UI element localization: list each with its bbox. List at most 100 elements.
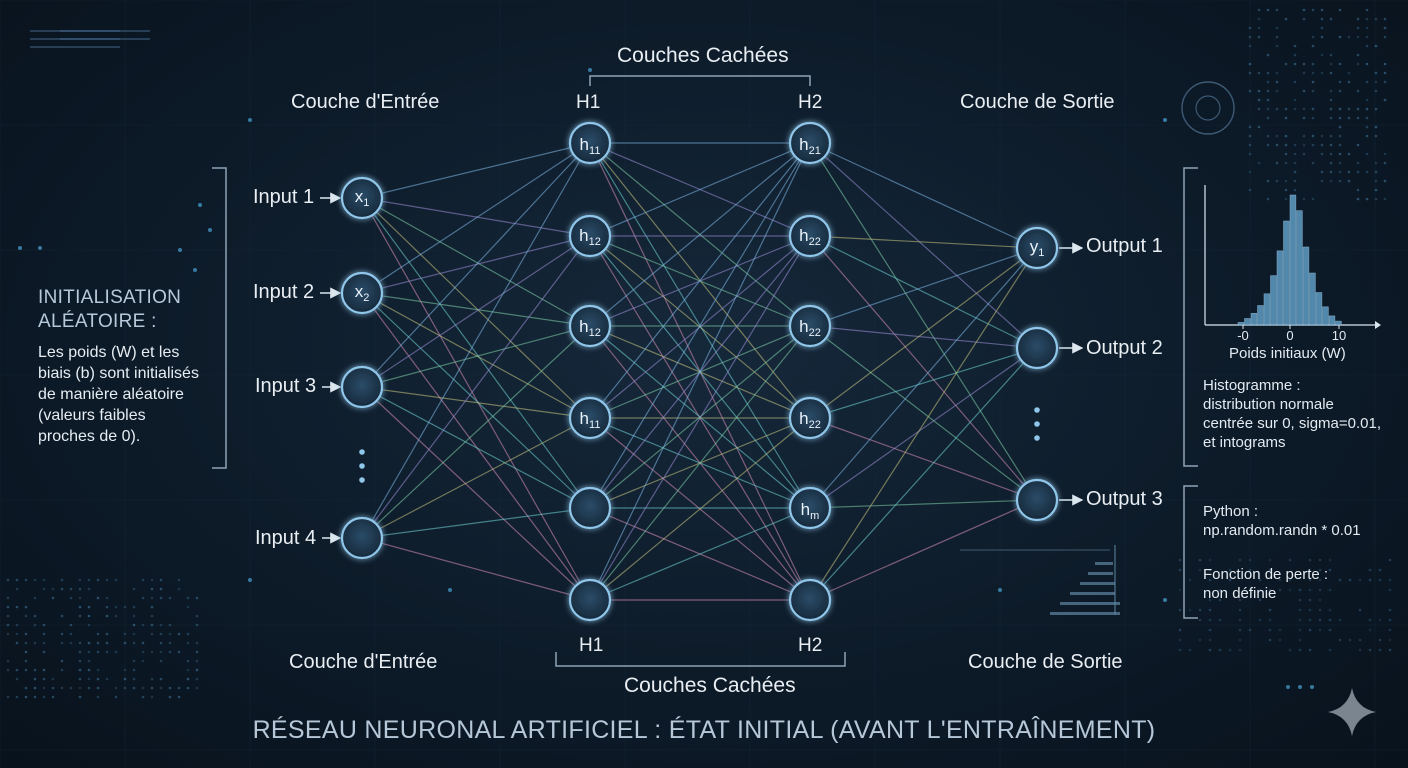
deco-dot <box>1374 179 1378 183</box>
deco-dot <box>1257 26 1261 30</box>
node-label-h2-1: h21 <box>799 134 821 158</box>
deco-dot <box>1329 143 1333 147</box>
deco-dot <box>60 587 64 591</box>
deco-dot <box>141 578 145 582</box>
deco-dot <box>1311 134 1315 138</box>
deco-dot <box>87 677 91 681</box>
connection-line <box>809 247 1038 601</box>
deco-dot <box>1311 116 1315 120</box>
deco-dot <box>1374 161 1378 165</box>
deco-dot <box>1383 35 1387 39</box>
deco-dot <box>1383 80 1387 84</box>
deco-dot <box>1311 80 1315 84</box>
deco-dot <box>123 686 127 690</box>
output-layer-title-top: Couche de Sortie <box>960 91 1115 113</box>
deco-dot <box>42 677 46 681</box>
deco-dot <box>177 578 181 582</box>
deco-dot <box>24 695 28 699</box>
node-label-x1: x1 <box>354 186 370 210</box>
deco-dot <box>1248 44 1252 48</box>
deco-dot <box>1374 197 1378 201</box>
deco-dot <box>1388 618 1392 622</box>
deco-dot <box>177 632 181 636</box>
deco-dot <box>15 623 19 627</box>
connection-line <box>589 142 811 509</box>
deco-dot <box>114 686 118 690</box>
hist-bar <box>1276 250 1284 326</box>
hidden2-node <box>788 304 832 348</box>
deco-dot <box>1248 35 1252 39</box>
page-title: RÉSEAU NEURONAL ARTIFICIEL : ÉTAT INITIA… <box>252 716 1156 744</box>
deco-dot <box>1374 107 1378 111</box>
hist-tick-label: -0 <box>1237 328 1249 343</box>
deco-dot <box>150 605 154 609</box>
connection-line <box>809 417 1038 501</box>
deco-dot <box>168 623 172 627</box>
node-label-x2: x2 <box>354 281 370 305</box>
deco-dot <box>6 596 10 600</box>
deco-dot <box>33 677 37 681</box>
hidden2-node <box>788 121 832 165</box>
h1-label-bottom: H1 <box>579 635 604 656</box>
deco-dot <box>123 677 127 681</box>
hidden-layers-title-top: Couches Cachées <box>617 44 789 67</box>
histogram-caption-line: et intograms <box>1203 434 1286 451</box>
deco-dot <box>1329 116 1333 120</box>
deco-dot <box>1388 588 1392 592</box>
deco-dot <box>1257 8 1261 12</box>
deco-dot <box>105 605 109 609</box>
deco-dot <box>1284 197 1288 201</box>
output-node <box>1015 478 1059 522</box>
connection-line <box>589 235 811 601</box>
deco-dot <box>105 677 109 681</box>
initialization-text-line: Les poids (W) et les <box>38 344 180 361</box>
deco-dot <box>132 668 136 672</box>
deco-dot <box>1266 179 1270 183</box>
deco-dot <box>1338 578 1342 582</box>
deco-dot <box>1293 80 1297 84</box>
deco-dot <box>1284 62 1288 66</box>
deco-dot <box>1268 638 1272 642</box>
deco-dot <box>1329 170 1333 174</box>
deco-dot <box>1338 107 1342 111</box>
deco-dot <box>1286 685 1290 689</box>
deco-dot <box>1308 558 1312 562</box>
deco-dot <box>60 632 64 636</box>
deco-dot <box>1347 107 1351 111</box>
deco-dot <box>168 596 172 600</box>
deco-dot <box>150 650 154 654</box>
deco-dot <box>186 668 190 672</box>
deco-dot <box>1328 588 1332 592</box>
deco-dot <box>15 641 19 645</box>
deco-dot <box>1374 80 1378 84</box>
deco-dot <box>78 605 82 609</box>
deco-dot <box>1374 44 1378 48</box>
python-note: Python : np.random.randn * 0.01 <box>1203 502 1361 540</box>
deco-dot <box>60 578 64 582</box>
hist-bar <box>1289 194 1297 326</box>
deco-dot <box>24 659 28 663</box>
node-label-h2-3: h22 <box>799 316 821 340</box>
deco-dot <box>1178 648 1182 652</box>
deco-dot <box>1288 578 1292 582</box>
connection-line <box>809 347 1038 419</box>
deco-dot <box>6 632 10 636</box>
deco-dot <box>186 677 190 681</box>
deco-dot <box>1365 35 1369 39</box>
deco-dot <box>33 668 37 672</box>
deco-dot <box>1356 188 1360 192</box>
deco-dot <box>1275 143 1279 147</box>
connection-line <box>589 142 811 419</box>
deco-dot <box>1358 578 1362 582</box>
deco-dot <box>1318 568 1322 572</box>
initialization-title-line1: INITIALISATION <box>38 287 182 308</box>
connection-line <box>589 235 811 419</box>
deco-dot <box>1302 71 1306 75</box>
deco-dot <box>1329 161 1333 165</box>
hist-bar <box>1335 320 1342 326</box>
deco-dot <box>1278 638 1282 642</box>
deco-dot <box>141 659 145 663</box>
deco-dot <box>1293 107 1297 111</box>
hidden2-node <box>788 486 832 530</box>
deco-dot <box>87 686 91 690</box>
